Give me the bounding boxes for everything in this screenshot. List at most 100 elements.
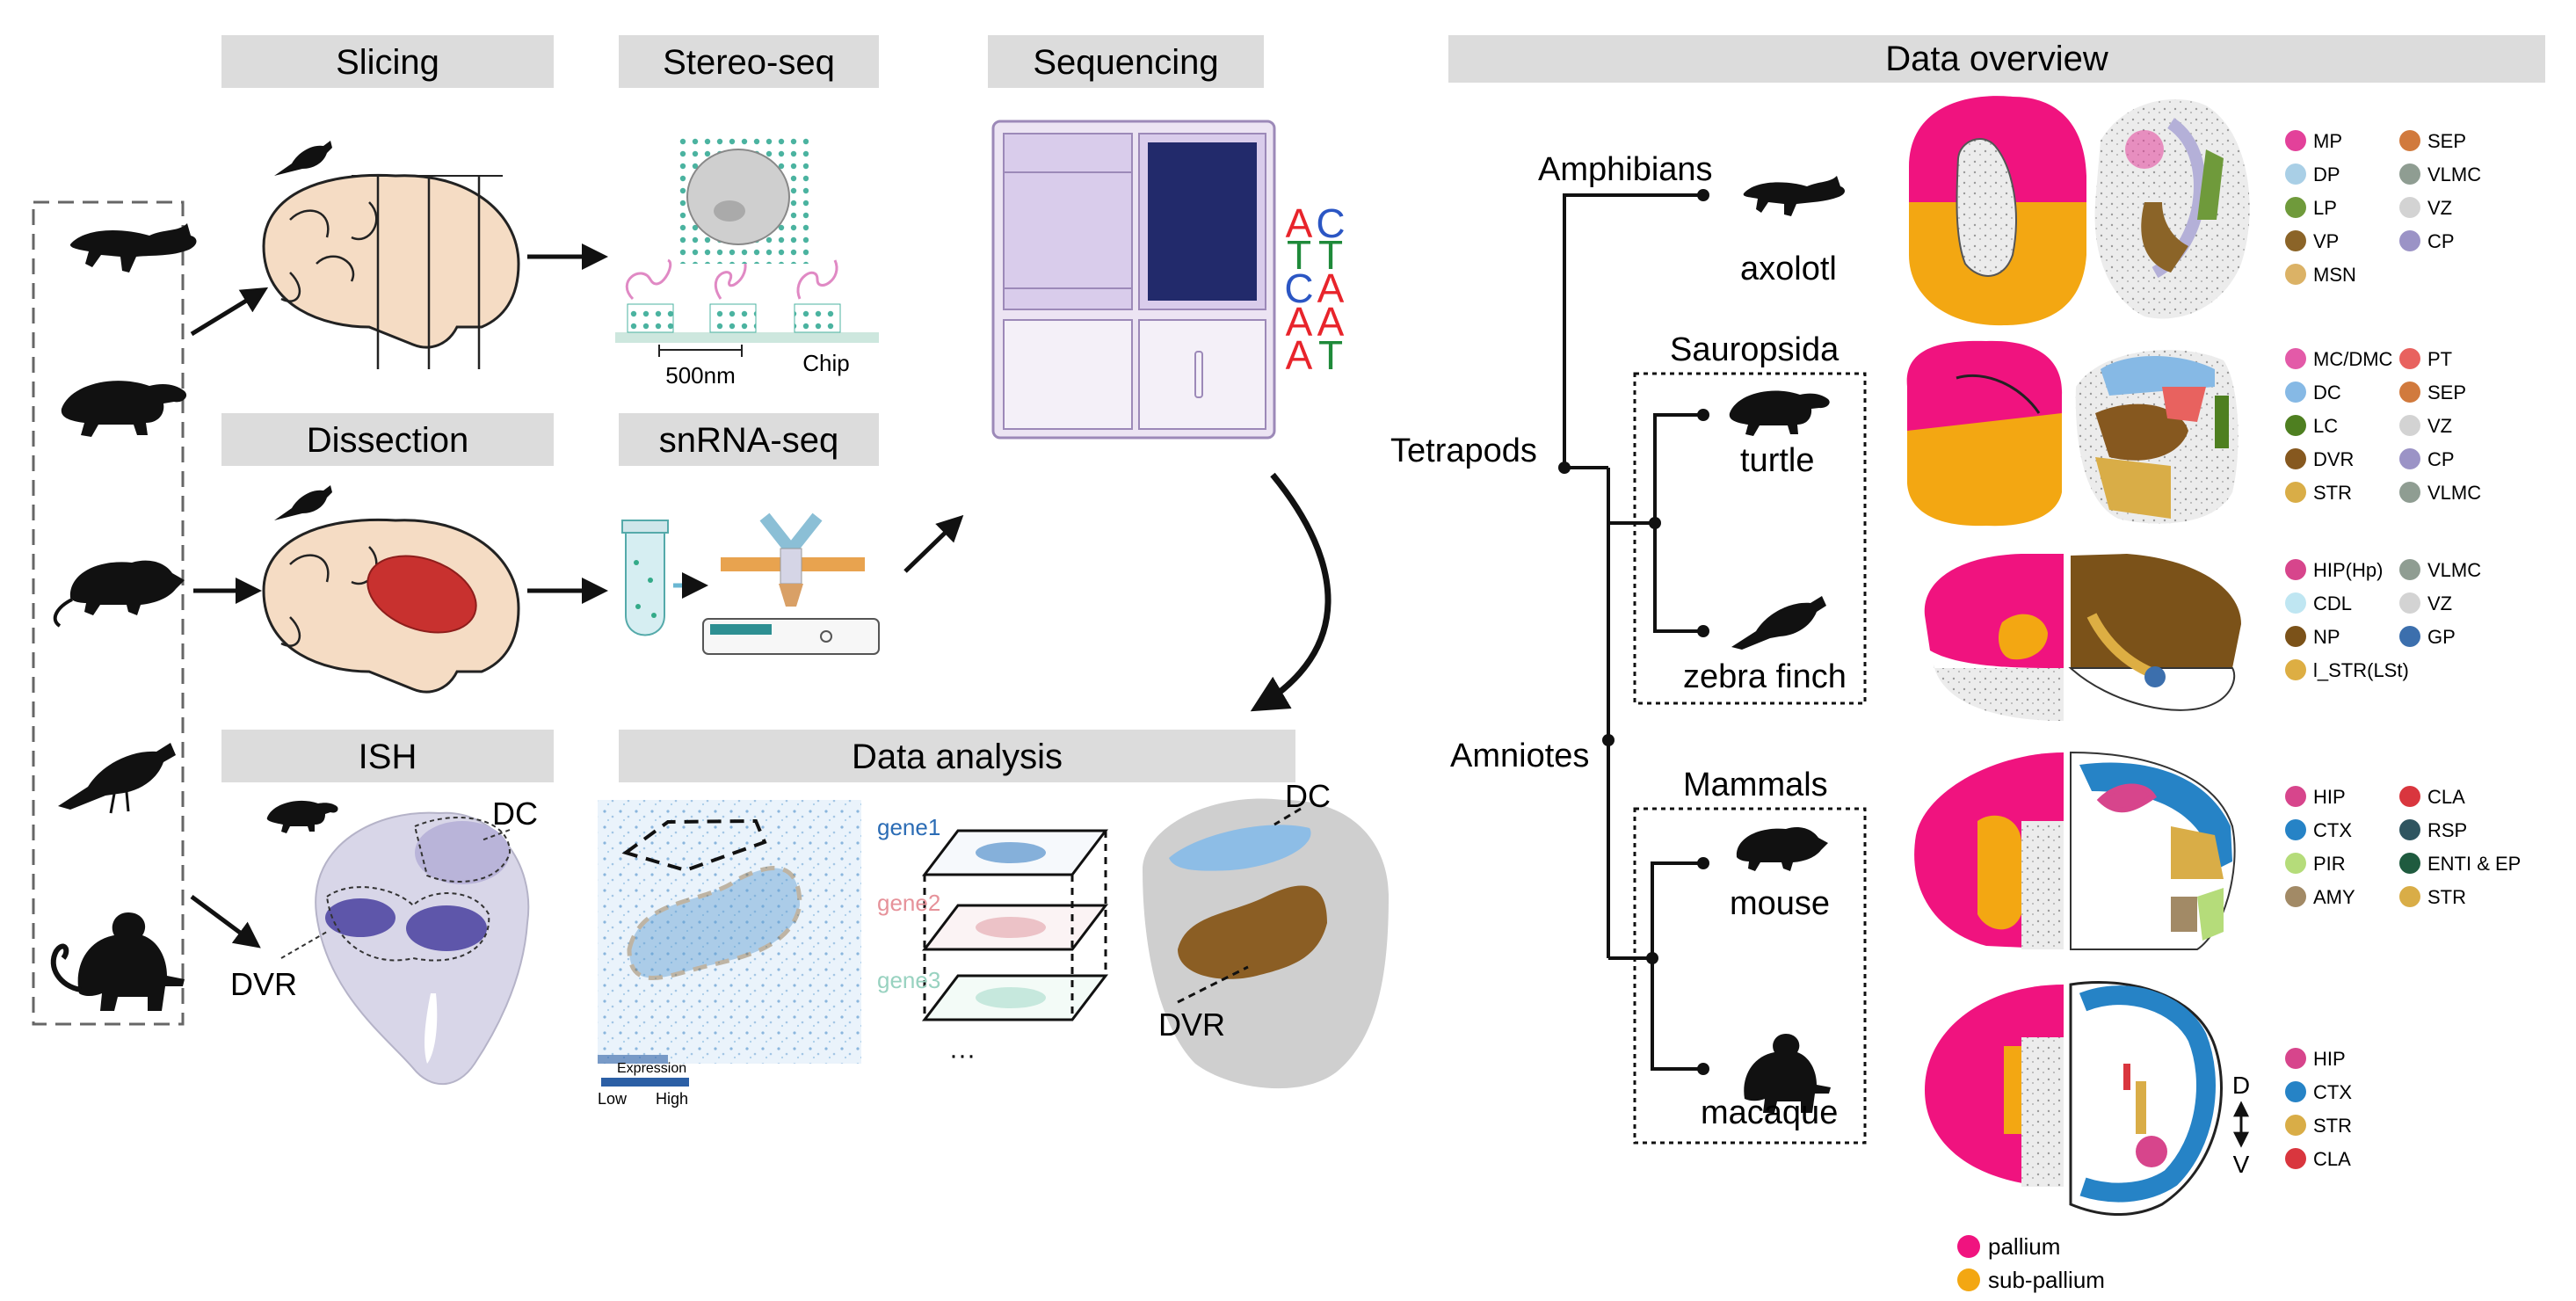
axolotl-brain-sections <box>1909 96 2250 326</box>
mammals-label: Mammals <box>1683 767 1828 803</box>
legend-item: VZ <box>2399 415 2452 437</box>
legend-item: DC <box>2285 382 2341 403</box>
bird-icon-slicing <box>274 141 332 176</box>
legend-label: CLA <box>2427 786 2465 808</box>
legend-item: MSN <box>2285 264 2356 286</box>
legend-swatch <box>2399 415 2420 436</box>
header-sequencing: Sequencing <box>988 35 1264 88</box>
mouse-brain-sections <box>1914 751 2236 950</box>
macaque-brain-sections <box>1925 981 2223 1216</box>
legend-item: SEP <box>2399 130 2466 152</box>
legend-item: HIP(Hp) <box>2285 559 2383 581</box>
legend-label: ENTI & EP <box>2427 853 2521 875</box>
legend-label: MSN <box>2313 264 2356 286</box>
legend-swatch <box>2285 819 2306 840</box>
species-label-macaque: macaque <box>1701 1094 1838 1131</box>
legend-label: STR <box>2313 1115 2352 1137</box>
header-ish: ISH <box>221 730 554 782</box>
seq-letter-1: C <box>1316 200 1345 246</box>
header-sequencing-label: Sequencing <box>1033 43 1218 82</box>
pallium-key: pallium sub-pallium <box>1957 1233 2105 1293</box>
sauropsida-label: Sauropsida <box>1670 331 1839 368</box>
ish-dc-label: DC <box>492 796 538 832</box>
legend-item: CLA <box>2399 786 2465 808</box>
tetrapods-label: Tetrapods <box>1390 432 1537 469</box>
legend-item: CP <box>2399 230 2455 252</box>
legend-label: CP <box>2427 230 2455 252</box>
legend-label: VZ <box>2427 197 2452 219</box>
analysis-dvr-label: DVR <box>1158 1007 1225 1043</box>
legend-item: LC <box>2285 415 2338 437</box>
header-data-overview: Data overview <box>1448 35 2545 83</box>
legend-swatch <box>2399 230 2420 251</box>
legend-label: STR <box>2427 886 2466 908</box>
analysis-dc-label: DC <box>1285 778 1331 814</box>
arrow-snrna-to-sequencing <box>903 514 964 573</box>
dissection-brain <box>262 518 520 694</box>
legend-swatch <box>2399 448 2420 469</box>
legend-item: VZ <box>2399 197 2452 219</box>
snrna-seq-device <box>621 512 880 655</box>
legend-swatch <box>2285 1081 2306 1102</box>
legend-swatch <box>2285 130 2306 151</box>
legend-swatch <box>2285 382 2306 403</box>
header-data-analysis-label: Data analysis <box>852 738 1063 776</box>
pallium-label: pallium <box>1988 1233 2060 1260</box>
region-legends: MPDPLPVPMSNSEPVLMCVZCPMC/DMCDCLCDVRSTRPT… <box>2285 130 2521 1170</box>
chip-label: Chip <box>802 350 849 376</box>
seq-letter-6: A <box>1286 299 1313 345</box>
analysis-dvr-region <box>1178 885 1327 979</box>
turtle-brain-sections <box>1906 340 2239 527</box>
species-label-zebra-finch: zebra finch <box>1683 658 1847 695</box>
legend-label: LC <box>2313 415 2338 437</box>
legend-item: PT <box>2399 348 2452 370</box>
legend-swatch <box>2285 448 2306 469</box>
legend-label: DC <box>2313 382 2341 403</box>
species-label-turtle: turtle <box>1740 442 1814 479</box>
legend-label: GP <box>2427 626 2456 648</box>
legend-label: MC/DMC <box>2313 348 2393 370</box>
sequence-reads: A C T T C A A A A T <box>1284 200 1345 378</box>
legend-swatch <box>2399 382 2420 403</box>
zebra-finch-icon-overview <box>1731 596 1826 650</box>
legend-swatch <box>2285 659 2306 680</box>
dissected-region <box>366 555 477 634</box>
axis-d-label: D <box>2232 1072 2250 1099</box>
axolotl-silhouette <box>69 223 197 273</box>
expression-label: Expression <box>617 1061 686 1076</box>
legend-item: DP <box>2285 164 2340 185</box>
header-data-analysis: Data analysis <box>619 730 1295 782</box>
stereo-seq-chip-image <box>675 134 809 264</box>
legend-label: PIR <box>2313 853 2346 875</box>
legend-swatch <box>2285 1148 2306 1169</box>
legend-swatch <box>2399 786 2420 807</box>
ish-section-image <box>315 811 530 1086</box>
legend-swatch <box>2399 130 2420 151</box>
legend-label: VLMC <box>2427 482 2481 504</box>
legend-item: SEP <box>2399 382 2466 403</box>
seq-letter-9: T <box>1318 332 1343 378</box>
legend-label: HIP <box>2313 786 2346 808</box>
sequencer-machine <box>991 120 1276 440</box>
legend-swatch <box>2399 853 2420 874</box>
header-snrna-seq: snRNA-seq <box>619 413 879 466</box>
legend-swatch <box>2399 164 2420 185</box>
legend-swatch <box>2285 626 2306 647</box>
legend-label: VZ <box>2427 592 2452 614</box>
arrow-sequencing-to-analysis <box>1250 472 1332 712</box>
legend-swatch <box>2285 886 2306 907</box>
header-stereo-seq-label: Stereo-seq <box>663 43 835 82</box>
legend-item: STR <box>2399 886 2466 908</box>
macaque-icon-overview <box>1744 1034 1831 1113</box>
legend-label: SEP <box>2427 130 2466 152</box>
header-slicing-label: Slicing <box>336 43 439 82</box>
expression-colorbar: Expression Low High <box>598 1061 689 1108</box>
legend-item: RSP <box>2399 819 2467 841</box>
expression-map <box>598 800 861 1064</box>
subpallium-label: sub-pallium <box>1988 1267 2105 1293</box>
gene1-label: gene1 <box>877 814 940 840</box>
expression-low-label: Low <box>598 1090 628 1108</box>
legend-item: CP <box>2399 448 2455 470</box>
expression-high-label: High <box>656 1090 688 1108</box>
legend-item: LP <box>2285 197 2337 219</box>
